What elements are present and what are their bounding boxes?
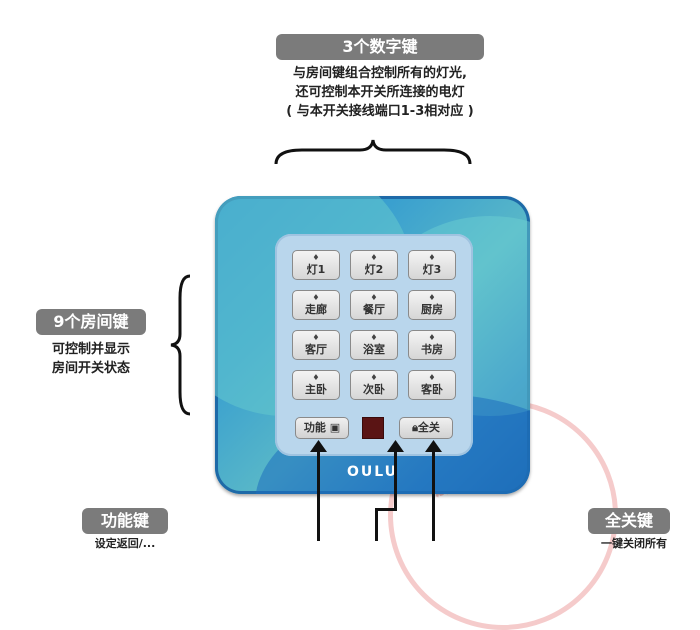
function-key-title: 功能键 xyxy=(82,508,168,534)
bulb-icon: ♦ xyxy=(428,333,436,342)
bulb-icon: ♦ xyxy=(312,373,320,382)
smart-switch-device: ♦灯1 ♦灯2 ♦灯3 ♦走廊 ♦餐厅 ♦厨房 ♦客厅 ♦浴室 ♦书房 ♦主卧 … xyxy=(215,196,530,494)
status-display xyxy=(362,417,384,439)
top-brace xyxy=(274,139,472,165)
all-off-button[interactable]: 🔒︎全关 xyxy=(399,417,453,439)
digit-keys-description: 与房间键组合控制所有的灯光, 还可控制本开关所连接的电灯 ( 与本开关接线端口1… xyxy=(230,64,530,121)
arrow-up-icon xyxy=(310,440,327,452)
bulb-icon: ♦ xyxy=(312,253,320,262)
bulb-icon: ♦ xyxy=(428,253,436,262)
wire-display-down xyxy=(375,508,378,541)
wire-display-horizontal xyxy=(375,508,397,511)
bulb-icon: ♦ xyxy=(370,293,378,302)
brand-logo: OULU xyxy=(346,464,399,480)
bulb-icon: ♦ xyxy=(370,333,378,342)
key-corridor[interactable]: ♦走廊 xyxy=(292,290,340,320)
key-light-2[interactable]: ♦灯2 xyxy=(350,250,398,280)
key-dining-room[interactable]: ♦餐厅 xyxy=(350,290,398,320)
key-light-1[interactable]: ♦灯1 xyxy=(292,250,340,280)
bulb-icon: ♦ xyxy=(428,373,436,382)
key-master-bedroom[interactable]: ♦主卧 xyxy=(292,370,340,400)
digit-keys-line-2: 还可控制本开关所连接的电灯 xyxy=(295,85,465,100)
function-key-description: 设定返回/... xyxy=(94,537,156,550)
digit-keys-title: 3个数字键 xyxy=(276,34,484,60)
keypad-panel: ♦灯1 ♦灯2 ♦灯3 ♦走廊 ♦餐厅 ♦厨房 ♦客厅 ♦浴室 ♦书房 ♦主卧 … xyxy=(275,234,473,456)
arrow-up-icon xyxy=(425,440,442,452)
bulb-icon: ♦ xyxy=(370,373,378,382)
bulb-icon: ♦ xyxy=(312,293,320,302)
digit-keys-line-3: ( 与本开关接线端口1-3相对应 ) xyxy=(286,104,474,119)
room-keys-line-1: 可控制并显示 xyxy=(51,342,130,357)
digit-keys-line-1: 与房间键组合控制所有的灯光, xyxy=(293,66,467,81)
arrow-up-icon xyxy=(387,440,404,452)
key-second-bedroom[interactable]: ♦次卧 xyxy=(350,370,398,400)
function-button[interactable]: 功能 ▣ xyxy=(295,417,349,439)
all-off-key-description: 一键关闭所有 xyxy=(601,537,667,550)
wire-function-key xyxy=(317,450,320,541)
lock-icon: 🔒︎ xyxy=(412,421,418,434)
key-kitchen[interactable]: ♦厨房 xyxy=(408,290,456,320)
wire-all-off-key xyxy=(432,450,435,541)
bulb-icon: ♦ xyxy=(312,333,320,342)
room-keys-description: 可控制并显示 房间开关状态 xyxy=(28,340,154,378)
key-living-room[interactable]: ♦客厅 xyxy=(292,330,340,360)
key-guest-bedroom[interactable]: ♦客卧 xyxy=(408,370,456,400)
bulb-icon: ♦ xyxy=(370,253,378,262)
wire-display-vertical xyxy=(394,450,397,510)
key-study[interactable]: ♦书房 xyxy=(408,330,456,360)
room-keys-title: 9个房间键 xyxy=(36,309,146,335)
all-off-key-title: 全关键 xyxy=(588,508,670,534)
left-brace xyxy=(170,274,191,416)
key-bathroom[interactable]: ♦浴室 xyxy=(350,330,398,360)
bulb-icon: ♦ xyxy=(428,293,436,302)
room-keys-line-2: 房间开关状态 xyxy=(51,361,130,376)
key-light-3[interactable]: ♦灯3 xyxy=(408,250,456,280)
